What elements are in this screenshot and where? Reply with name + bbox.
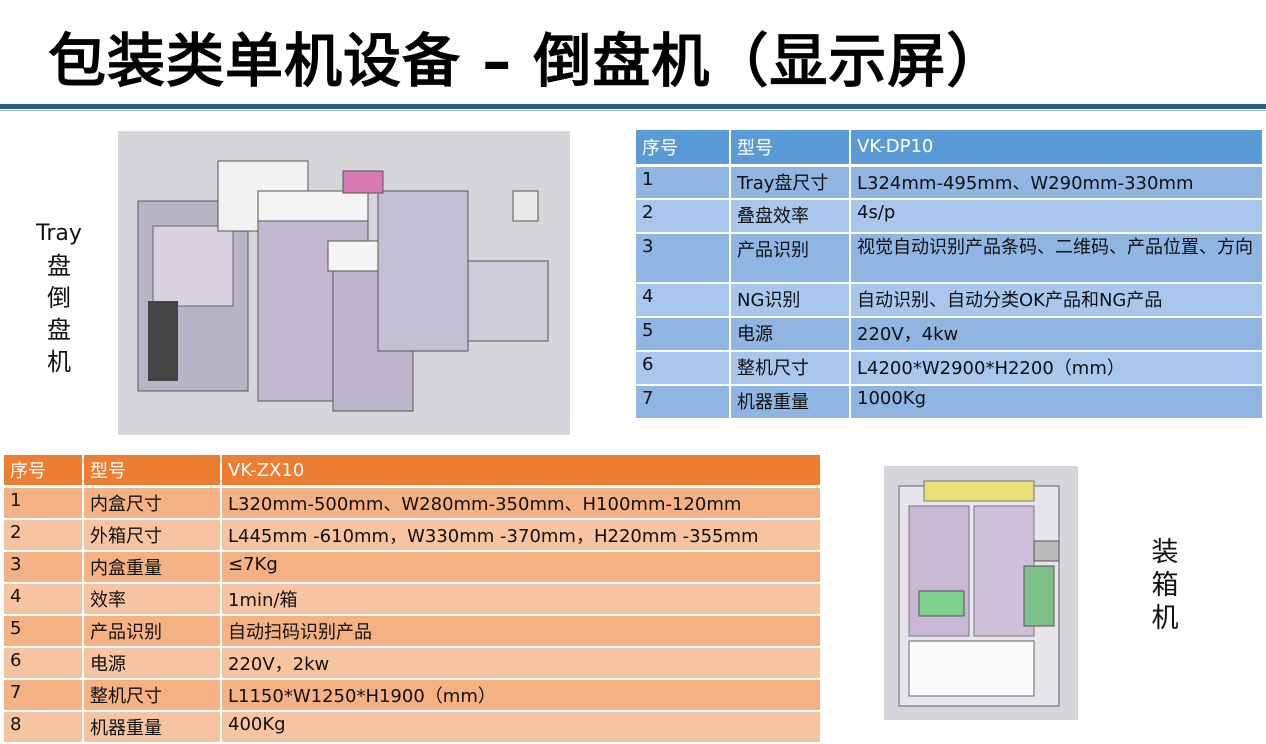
cell: L4200*W2900*H2200（mm） <box>849 350 1264 386</box>
label-line: 盘 <box>47 316 71 344</box>
title-divider-thin <box>0 110 1266 111</box>
cell: 电源 <box>82 646 222 680</box>
cell: 内盒重量 <box>82 550 222 584</box>
cell: 机器重量 <box>729 384 851 420</box>
cell: 6 <box>2 646 84 680</box>
cell: 产品识别 <box>729 232 851 284</box>
cell: 自动识别、自动分类OK产品和NG产品 <box>849 282 1264 318</box>
cell: 4 <box>2 582 84 616</box>
cell: 3 <box>634 232 731 284</box>
boxing-machine-label: 装 箱 机 <box>1145 536 1185 635</box>
cell: 外箱尺寸 <box>82 518 222 552</box>
cell: ≤7Kg <box>220 550 822 584</box>
cell: L445mm -610mm，W330mm -370mm，H220mm -355m… <box>220 518 822 552</box>
header-cell: 型号 <box>82 453 222 488</box>
cell: L1150*W1250*H1900（mm） <box>220 678 822 712</box>
cell: 自动扫码识别产品 <box>220 614 822 648</box>
cell: 6 <box>634 350 731 386</box>
label-line: Tray <box>36 221 82 246</box>
cell: L320mm-500mm、W280mm-350mm、H100mm-120mm <box>220 485 822 520</box>
cell: 视觉自动识别产品条码、二维码、产品位置、方向 <box>849 232 1264 284</box>
title-divider <box>0 104 1266 109</box>
cell: 1 <box>634 164 731 200</box>
cell: 2 <box>634 198 731 234</box>
cell: 电源 <box>729 316 851 352</box>
label-line: 机 <box>47 348 71 376</box>
table-header-row: 序号 型号 VK-DP10 <box>634 128 1264 167</box>
cell: 5 <box>634 316 731 352</box>
header-cell: 型号 <box>729 128 851 167</box>
cell: 内盒尺寸 <box>82 485 222 520</box>
cell: 4s/p <box>849 198 1264 234</box>
cell: 220V，2kw <box>220 646 822 680</box>
cell: 效率 <box>82 582 222 616</box>
header-cell: 序号 <box>634 128 731 167</box>
label-line: 箱 <box>1151 570 1179 601</box>
label-line: 盘 <box>47 252 71 280</box>
page-title: 包装类单机设备 – 倒盘机（显示屏） <box>48 27 1006 95</box>
boxing-machine-image <box>884 466 1078 720</box>
tray-machine-label: Tray 盘 倒 盘 机 <box>34 218 84 378</box>
cell: 机器重量 <box>82 710 222 744</box>
cell: 整机尺寸 <box>729 350 851 386</box>
cell: 整机尺寸 <box>82 678 222 712</box>
cell: 7 <box>2 678 84 712</box>
cell: Tray盘尺寸 <box>729 164 851 200</box>
cell: 220V，4kw <box>849 316 1264 352</box>
header-cell: VK-DP10 <box>849 128 1264 167</box>
cell: 7 <box>634 384 731 420</box>
label-line: 机 <box>1151 603 1179 634</box>
cell: 5 <box>2 614 84 648</box>
cell: 1min/箱 <box>220 582 822 616</box>
label-line: 装 <box>1151 537 1179 568</box>
cell: 1 <box>2 485 84 520</box>
label-line: 倒 <box>47 284 71 312</box>
cell: 2 <box>2 518 84 552</box>
table-header-row: 序号 型号 VK-ZX10 <box>2 453 822 488</box>
cell: 3 <box>2 550 84 584</box>
cell: 叠盘效率 <box>729 198 851 234</box>
cell: L324mm-495mm、W290mm-330mm <box>849 164 1264 200</box>
cell: 4 <box>634 282 731 318</box>
cell: 产品识别 <box>82 614 222 648</box>
header-cell: 序号 <box>2 453 84 488</box>
cell: 400Kg <box>220 710 822 744</box>
cell: 8 <box>2 710 84 744</box>
cell: 1000Kg <box>849 384 1264 420</box>
cell: NG识别 <box>729 282 851 318</box>
header-cell: VK-ZX10 <box>220 453 822 488</box>
tray-machine-image <box>118 131 570 435</box>
